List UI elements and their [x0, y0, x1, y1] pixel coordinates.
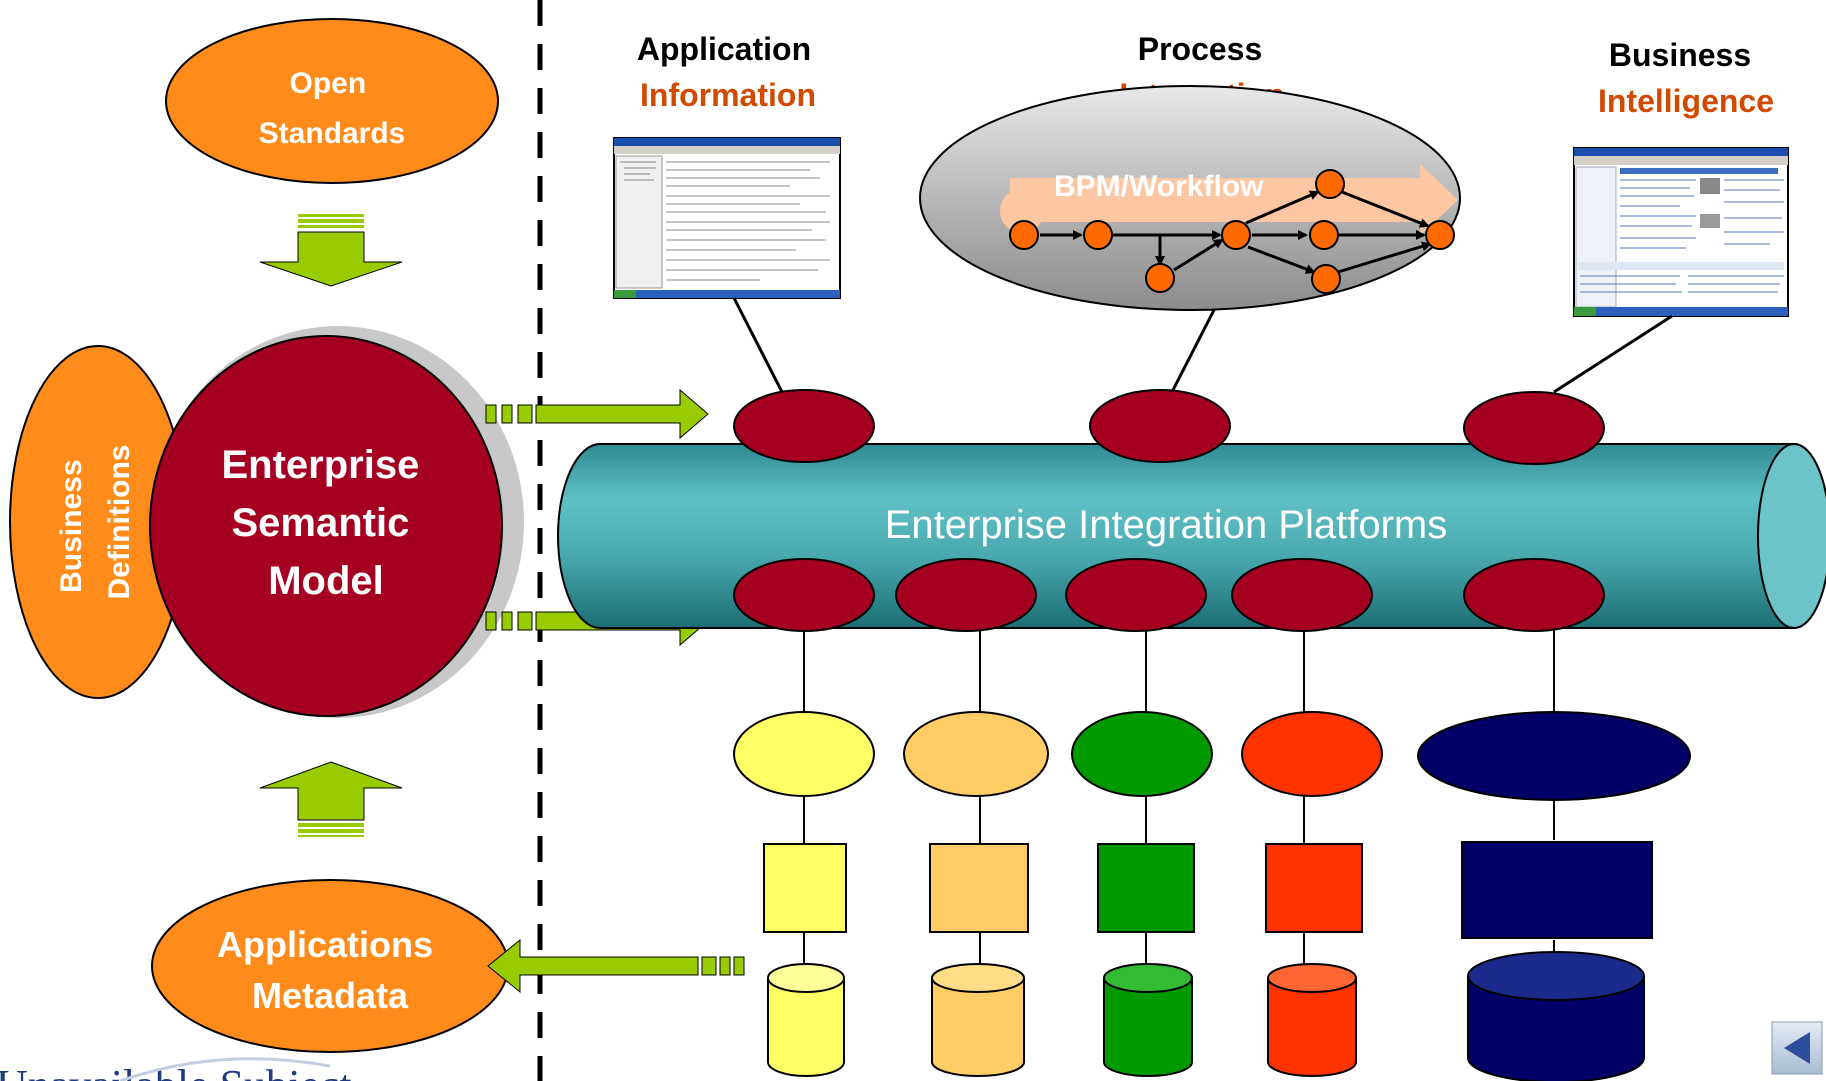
svg-text:Enterprise Semantic: Enterprise Semantic Model: [222, 443, 431, 603]
bi-label-line2: Intelligence: [1598, 83, 1774, 119]
application-label-line1: Application: [637, 31, 811, 67]
application-label-line2: Information: [640, 77, 816, 113]
workflow-nodes: [1009, 169, 1455, 294]
top-connector-lines: [732, 297, 1673, 394]
open-standards-line2: Standards: [259, 117, 406, 150]
stack-yellow: [733, 711, 875, 1077]
application-screenshot-thumbnail: [613, 137, 841, 299]
svg-text:Business Definitions: Business Definitions: [55, 445, 136, 600]
business-definitions-line2: Definitions: [103, 445, 136, 600]
triangle-left-icon: [1784, 1032, 1810, 1064]
bpm-workflow-ellipse: BPM/Workflow: [919, 85, 1461, 311]
open-standards-line1: Open: [289, 67, 366, 100]
bi-label-line1: Business: [1609, 37, 1751, 73]
business-intelligence-label: Business Intelligence: [1598, 37, 1774, 119]
bpm-label: BPM/Workflow: [1054, 170, 1264, 203]
footer-partial-text: Unavailable Subject: [0, 1061, 352, 1081]
semantic-model-line2: Semantic: [232, 501, 410, 545]
applications-metadata-line2: Metadata: [252, 975, 409, 1016]
arrow-from-data-to-metadata: [487, 938, 745, 994]
previous-slide-button[interactable]: [1771, 1021, 1823, 1075]
semantic-model-line1: Enterprise: [222, 443, 420, 487]
stack-peach: [903, 711, 1049, 1077]
stack-green: [1071, 711, 1213, 1077]
business-definitions-line1: Business: [55, 459, 88, 592]
applications-metadata-line1: Applications: [217, 924, 433, 965]
bottom-connector-lines: [803, 624, 1555, 978]
down-arrow-icon: [259, 214, 403, 287]
bi-screenshot-thumbnail: [1573, 147, 1789, 317]
application-information-label: Application Information: [637, 31, 816, 113]
process-label-line1: Process: [1138, 31, 1263, 67]
bus-adapters-bottom: [733, 558, 1605, 632]
stack-navy: [1417, 711, 1691, 1081]
arrow-to-bus-top: [485, 388, 709, 440]
stack-red-orange: [1241, 711, 1383, 1077]
semantic-model-node: Enterprise Semantic Model: [149, 335, 503, 717]
bus-adapters-top: [733, 389, 1605, 465]
bus-label: Enterprise Integration Platforms: [885, 503, 1447, 547]
up-arrow-icon: [259, 761, 403, 837]
svg-text:Applications Metadata: Applications Metadata: [217, 924, 443, 1016]
applications-metadata-node: Applications Metadata: [151, 879, 509, 1053]
semantic-model-line3: Model: [268, 559, 384, 603]
footer-swoosh: [119, 1057, 331, 1081]
business-definitions-node: Business Definitions: [9, 345, 187, 699]
svg-text:Open Standards: Open Standards: [259, 67, 406, 150]
open-standards-node: Open Standards: [165, 18, 499, 184]
